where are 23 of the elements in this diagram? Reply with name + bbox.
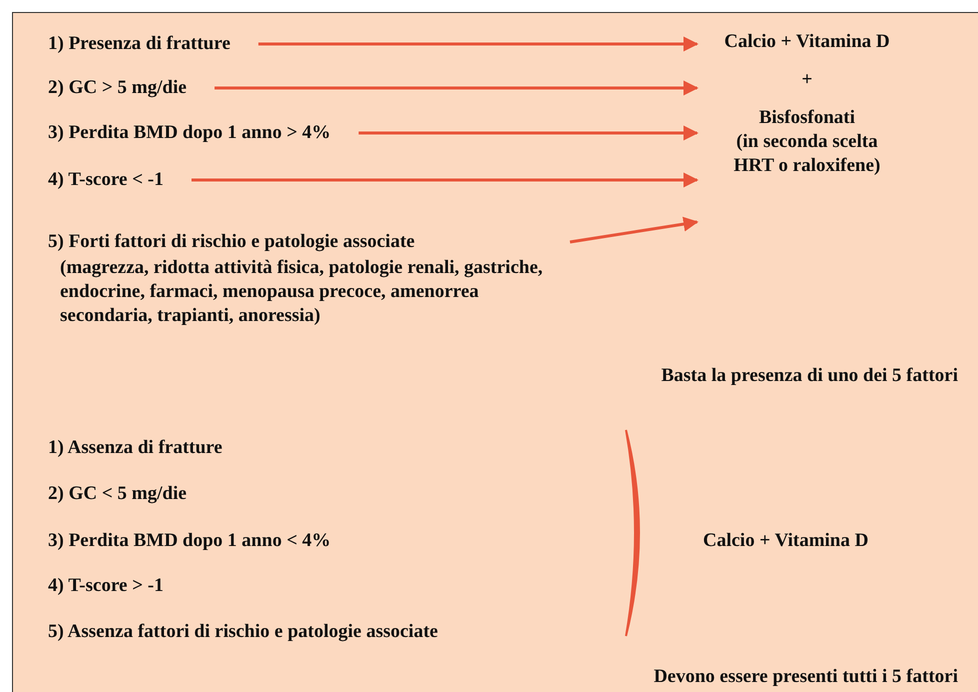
criterion-text: 2) GC > 5 mg/die <box>48 76 187 100</box>
criterion-text: 4) T-score < -1 <box>48 168 164 192</box>
therapy-text: Calcio + Vitamina D <box>703 529 868 553</box>
note-text: Devono essere presenti tutti i 5 fattori <box>654 665 958 689</box>
therapy-text: Calcio + Vitamina D <box>723 30 891 54</box>
criterion-text: 5) Forti fattori di rischio e patologie associate <box>48 230 416 254</box>
arrow <box>192 172 698 188</box>
therapy-text: Bisfosfonati <box>758 106 856 130</box>
criterion-text: 2) GC < 5 mg/die <box>48 482 187 506</box>
arrow <box>258 36 698 52</box>
arrow <box>214 80 698 96</box>
arrow <box>570 216 698 244</box>
criterion-detail: (magrezza, ridotta attività fisica, patologie renali, gastriche, endocrine, farmaci, menopausa precoce, amenorrea secondaria, trapianti, anoressia) <box>59 256 544 328</box>
criterion-text: 4) T-score > -1 <box>48 574 164 598</box>
criterion-text: 3) Perdita BMD dopo 1 anno > 4% <box>48 121 331 145</box>
therapy-text: (in seconda scelta HRT o raloxifene) <box>732 130 882 178</box>
criterion-text: 1) Assenza di fratture <box>48 436 222 460</box>
criterion-text: 5) Assenza fattori di rischio e patologie associate <box>48 620 438 644</box>
criterion-text: 1) Presenza di fratture <box>48 32 230 56</box>
note-text: Basta la presenza di uno dei 5 fattori <box>661 364 958 388</box>
therapy-text: + <box>800 68 814 92</box>
arrow <box>358 126 698 140</box>
criterion-text: 3) Perdita BMD dopo 1 anno < 4% <box>48 529 331 553</box>
